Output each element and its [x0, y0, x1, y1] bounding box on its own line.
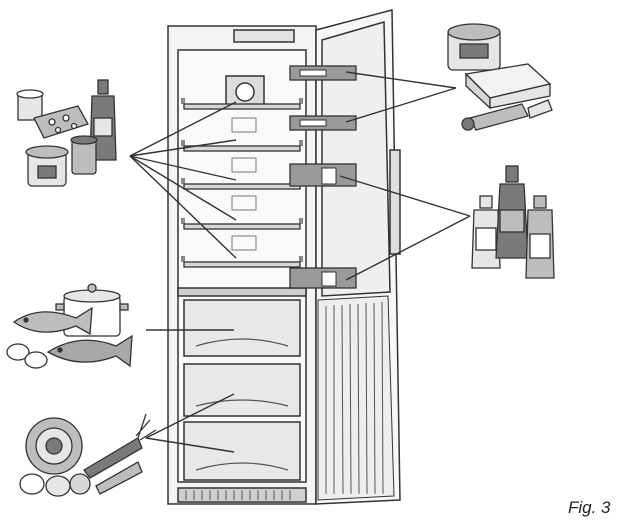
shelf-5: [183, 261, 301, 268]
leader-door-bin-3: [339, 175, 471, 217]
food-group-spreads: [447, 23, 553, 131]
leader-shelf-4: [129, 155, 237, 221]
tube-icon: [461, 99, 553, 131]
leader-door-bin-2: [345, 87, 457, 123]
leader-freezer-2: [145, 393, 235, 439]
leader-lines: [129, 71, 471, 453]
leader-shelf-3: [129, 155, 237, 181]
egg-icon: [6, 343, 48, 369]
food-group-dairy: [16, 79, 117, 187]
control-panel: [233, 29, 295, 43]
shelf-3: [183, 183, 301, 190]
jam-jar-icon: [25, 145, 69, 187]
fridge-shelves: [183, 103, 301, 268]
door-handle: [389, 149, 401, 255]
freezer-divider: [177, 287, 307, 297]
egg-icon: [19, 473, 91, 497]
leader-door-bin-1: [345, 71, 457, 89]
shelf-2: [183, 145, 301, 152]
food-group-vegetables: [19, 413, 157, 497]
shelf-4: [183, 223, 301, 230]
leader-shelf-1: [129, 101, 237, 157]
jam-jar-icon: [70, 135, 98, 175]
shelf-1: [183, 103, 301, 110]
leader-freezer-3: [145, 437, 235, 453]
carrot-icon: [95, 461, 143, 495]
freezer-drawer-2: [183, 363, 301, 417]
lettuce-icon: [25, 417, 83, 475]
door-vent-lines: [325, 301, 384, 495]
leader-door-bin-4: [345, 215, 471, 281]
bottle-icon: [495, 165, 529, 259]
jam-jar-icon: [447, 23, 501, 71]
freezer-drawer-3: [183, 421, 301, 481]
bottle-icon: [471, 195, 501, 269]
base-grille-slots: [185, 490, 291, 500]
back-wall-ridges: [231, 117, 257, 251]
fish-icon: [46, 334, 133, 368]
light-dial: [235, 82, 255, 102]
carrot-icon: [83, 413, 157, 479]
bottle-icon: [525, 195, 555, 279]
butter-icon: [464, 63, 552, 110]
food-group-bottles: [471, 165, 555, 279]
figure-label: Fig. 3: [568, 498, 611, 517]
freezer-drawer-handles: [195, 338, 289, 471]
fish-icon: [12, 306, 93, 336]
door-bin-fronts: [299, 69, 337, 287]
cheese-icon: [33, 105, 89, 139]
freezer-drawer-1: [183, 299, 301, 357]
door-liner: [321, 21, 391, 297]
leader-shelf-5: [129, 155, 237, 259]
leader-shelf-2: [129, 139, 237, 157]
freezer-compartment: [177, 287, 307, 481]
yogurt-icon: [16, 89, 44, 121]
food-group-fish: [6, 283, 133, 369]
